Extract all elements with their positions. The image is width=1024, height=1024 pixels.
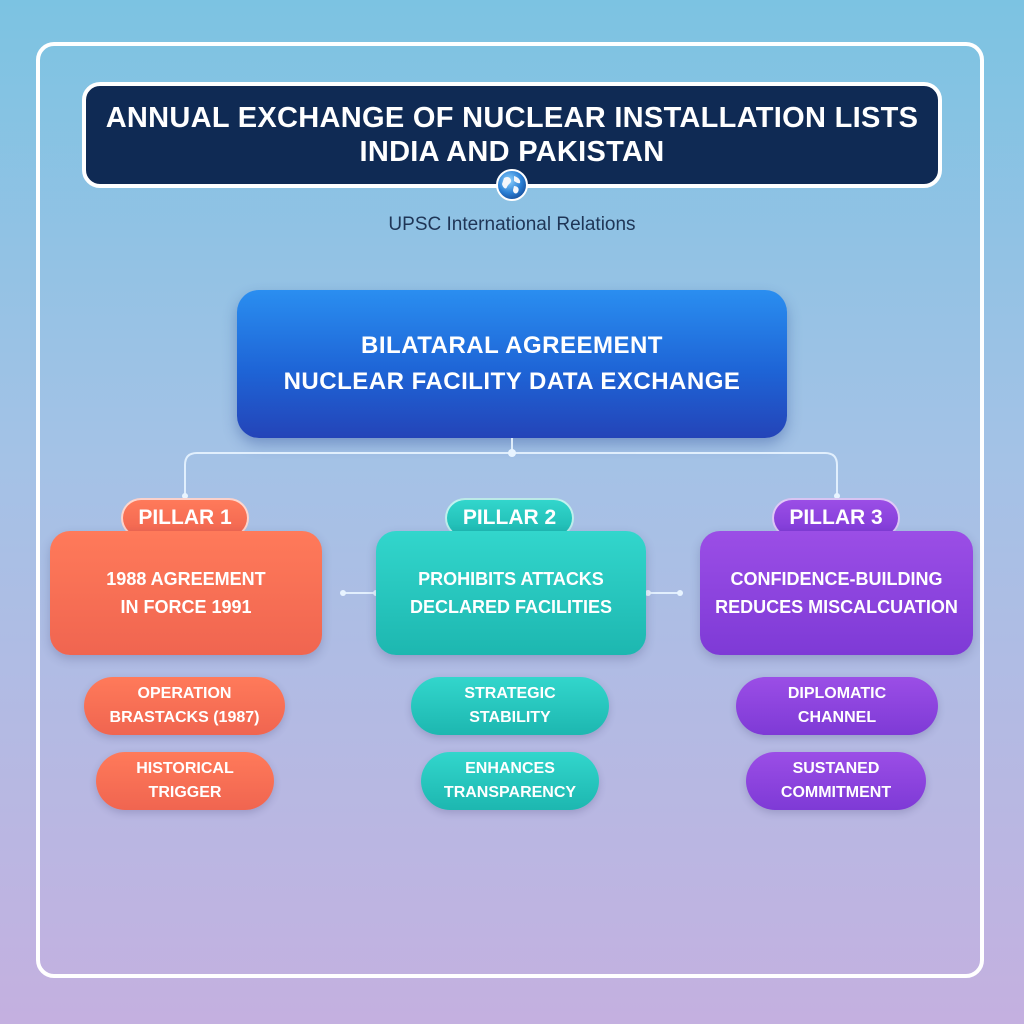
main-line-1: BILATARAL AGREEMENT xyxy=(361,332,663,359)
pillar-3-tag-1: DIPLOMATIC CHANNEL xyxy=(736,677,938,735)
pillar-1-tag-1-line-2: BRASTACKS (1987) xyxy=(109,709,260,726)
pillar-3-tag-1-line-2: CHANNEL xyxy=(797,709,877,726)
pillar-3-card-line-1: CONFIDENCE-BUILDING xyxy=(730,569,943,589)
pillar-3-tag-1-line-1: DIPLOMATIC xyxy=(787,685,887,702)
subtitle: UPSC International Relations xyxy=(388,214,636,235)
pillar-2-tag-1: STRATEGIC STABILITY xyxy=(411,677,609,735)
pillar-3-tag-2: SUSTANED COMMITMENT xyxy=(746,752,926,810)
pillar-2-card-line-2: DECLARED FACILITIES xyxy=(409,597,612,617)
pillar-3-card: CONFIDENCE-BUILDING REDUCES MISCALCUATIO… xyxy=(700,531,973,655)
pillar-1-card: 1988 AGREEMENT IN FORCE 1991 xyxy=(50,531,322,655)
pillar-2-card-line-1: PROHIBITS ATTACKS xyxy=(418,569,604,589)
globe-icon xyxy=(496,169,528,201)
title-line-2: INDIA AND PAKISTAN xyxy=(359,136,665,168)
pillar-3-card-line-2: REDUCES MISCALCUATION xyxy=(715,597,958,617)
pillar-1-tag-2: HISTORICAL TRIGGER xyxy=(96,752,274,810)
title-line-1: ANNUAL EXCHANGE OF NUCLEAR INSTALLATION … xyxy=(105,102,919,134)
outer-frame xyxy=(36,42,984,978)
pillar-1-tag-2-line-2: TRIGGER xyxy=(148,784,222,801)
pillar-2-tag-2: ENHANCES TRANSPARENCY xyxy=(421,752,599,810)
pillar-1-tag-2-line-1: HISTORICAL xyxy=(136,760,234,777)
pillar-1-card-line-1: 1988 AGREEMENT xyxy=(106,569,266,589)
pillar-2-tag-1-line-1: STRATEGIC xyxy=(464,685,556,702)
main-line-2: NUCLEAR FACILITY DATA EXCHANGE xyxy=(283,368,741,395)
pillar-2-tag-2-line-2: TRANSPARENCY xyxy=(443,784,577,801)
pillar-1-card-line-2: IN FORCE 1991 xyxy=(120,597,252,617)
pillar-1-tag-1-line-1: OPERATION xyxy=(137,685,232,702)
pillar-3-tag-2-line-2: COMMITMENT xyxy=(780,784,892,801)
pillar-3-tag-2-line-1: SUSTANED xyxy=(792,760,880,777)
pillar-2-tag-1-line-2: STABILITY xyxy=(469,709,551,726)
pillar-1-tag-1: OPERATION BRASTACKS (1987) xyxy=(84,677,285,735)
main-agreement-box: BILATARAL AGREEMENT NUCLEAR FACILITY DAT… xyxy=(237,290,787,438)
pillar-2-tag-2-line-1: ENHANCES xyxy=(465,760,555,777)
pillar-2-card: PROHIBITS ATTACKS DECLARED FACILITIES xyxy=(376,531,646,655)
